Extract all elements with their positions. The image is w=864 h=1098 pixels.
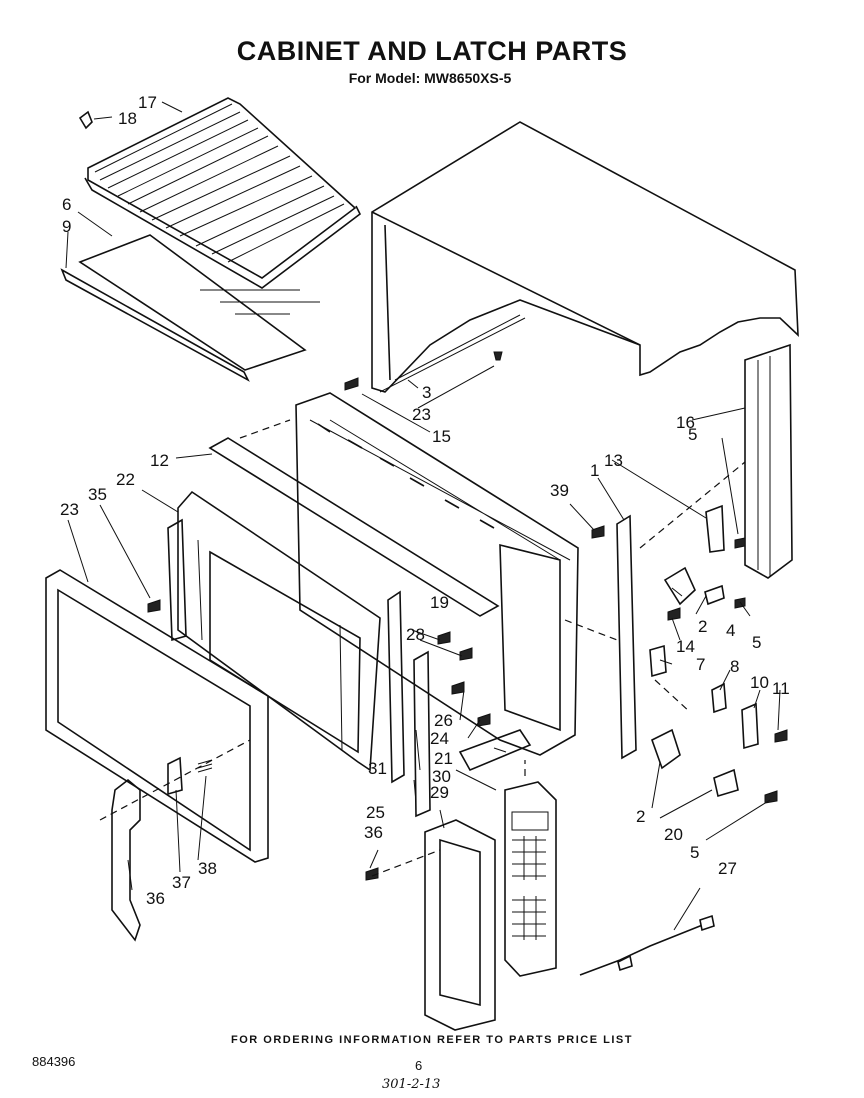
callout-3: 3 (422, 383, 431, 402)
screw-part-24 (493, 351, 503, 361)
callout-30: 29 (430, 783, 449, 802)
callout-5c: 5 (690, 843, 699, 862)
top-strip-part (208, 437, 500, 617)
callout-23: 23 (60, 500, 79, 519)
rack-part (84, 97, 362, 289)
callout-28: 28 (406, 625, 425, 644)
catalog-number: 884396 (32, 1054, 76, 1069)
side-channel-part (744, 343, 793, 579)
callout-26: 24 (430, 729, 449, 748)
model-subtitle: For Model: MW8650XS-5 (348, 70, 512, 86)
callout-12: 12 (150, 451, 169, 470)
strip-part-9 (60, 268, 250, 382)
page-title: CABINET AND LATCH PARTS (236, 36, 628, 66)
callout-24: 23 (412, 405, 431, 424)
screw-parts (147, 377, 788, 881)
callout-27: 27 (718, 859, 737, 878)
outer-cabinet-part (371, 121, 799, 393)
callout-16: 16 (676, 413, 695, 432)
control-frame-part (424, 819, 496, 1031)
callout-34: 35 (88, 485, 107, 504)
callout-10: 10 (750, 673, 769, 692)
callout-1: 1 (590, 461, 599, 480)
clip-part-18 (78, 110, 93, 130)
alignment-lines (99, 419, 746, 877)
callout-labels: 17 18 6 9 3 23 15 16 5 13 12 22 35 23 1 … (60, 93, 790, 908)
callout-17: 17 (138, 93, 157, 112)
callout-5b: 5 (752, 633, 761, 652)
callout-15: 15 (432, 427, 451, 446)
callout-8: 8 (730, 657, 739, 676)
inner-door-part (177, 490, 381, 772)
callout-21: 21 (434, 749, 453, 768)
callout-38: 38 (198, 859, 217, 878)
switch-parts (649, 504, 759, 798)
callout-11: 11 (772, 679, 790, 698)
leader-lines (65, 101, 781, 931)
callout-25: 25 (366, 803, 385, 822)
callout-33: 30 (432, 767, 451, 786)
callout-18: 18 (118, 109, 137, 128)
interlock-bracket-part (387, 590, 532, 818)
outer-door-frame-part (45, 569, 269, 863)
latch-hook-part (167, 756, 213, 796)
switch-mount-plate-part (616, 514, 637, 760)
callout-9: 9 (62, 217, 71, 236)
callout-4: 4 (726, 621, 735, 640)
latch-arm-part (111, 778, 141, 942)
callout-14: 14 (676, 637, 695, 656)
callout-20: 20 (664, 825, 683, 844)
callout-36: 36 (364, 823, 383, 842)
callout-29: 26 (434, 711, 453, 730)
callout-31: 31 (368, 759, 387, 778)
callout-37: 37 (172, 873, 191, 892)
page-number: 6 (415, 1058, 423, 1073)
wire-harness-part (579, 914, 715, 976)
shelf-panel-part (78, 234, 320, 371)
callout-2a: 2 (698, 617, 707, 636)
callout-7: 7 (696, 655, 705, 674)
keypad-panel-part (504, 781, 557, 977)
callout-6: 6 (62, 195, 71, 214)
callout-22: 22 (116, 470, 135, 489)
callout-35: 36 (146, 889, 165, 908)
callout-19: 19 (430, 593, 449, 612)
callout-2b: 2 (636, 807, 645, 826)
handwritten-note: 301-2-13 (382, 1077, 441, 1092)
callout-13: 13 (604, 451, 623, 470)
callout-5a: 5 (688, 425, 697, 444)
callout-39: 39 (550, 481, 569, 500)
ordering-note: FOR ORDERING INFORMATION REFER TO PARTS … (231, 1034, 633, 1046)
hinge-strip-part (167, 518, 187, 642)
front-frame-part (295, 392, 579, 756)
